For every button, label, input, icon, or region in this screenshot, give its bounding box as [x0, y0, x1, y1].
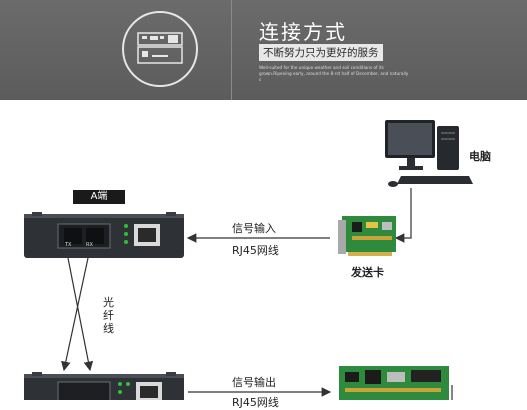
device-icon	[122, 11, 198, 87]
fiber-label: 光纤线	[103, 296, 114, 335]
receiver-card-image	[335, 362, 455, 406]
sender-card-label: 发送卡	[351, 266, 384, 279]
media-converter-b	[24, 370, 184, 404]
computer-to-sender-line	[394, 188, 412, 243]
signal-output-label: 信号输出	[232, 376, 276, 389]
rj45-cable-label-top: RJ45网线	[232, 244, 279, 257]
device-a-tag: A端	[73, 190, 125, 204]
signal-input-label: 信号输入	[232, 222, 276, 235]
banner-divider	[231, 0, 232, 100]
computer-label: 电脑	[469, 150, 491, 163]
rj45-cable-label-bottom: RJ45网线	[232, 396, 279, 409]
port-label-rx: RX	[86, 242, 93, 248]
header-banner: 连接方式 不断努力只为更好的服务 Well-suited for the uni…	[0, 0, 527, 100]
sender-card-image	[338, 212, 398, 260]
fiber-line-1	[67, 257, 94, 372]
page-title: 连接方式	[259, 20, 347, 44]
fiber-line-2	[61, 257, 89, 372]
page-subtitle: 不断努力只为更好的服务	[259, 44, 383, 61]
port-label-tx: TX	[65, 242, 72, 248]
computer-image	[383, 118, 475, 190]
media-converter-a: TX RX	[24, 210, 184, 260]
banner-description: Well-suited for the unique weather and s…	[259, 65, 409, 82]
